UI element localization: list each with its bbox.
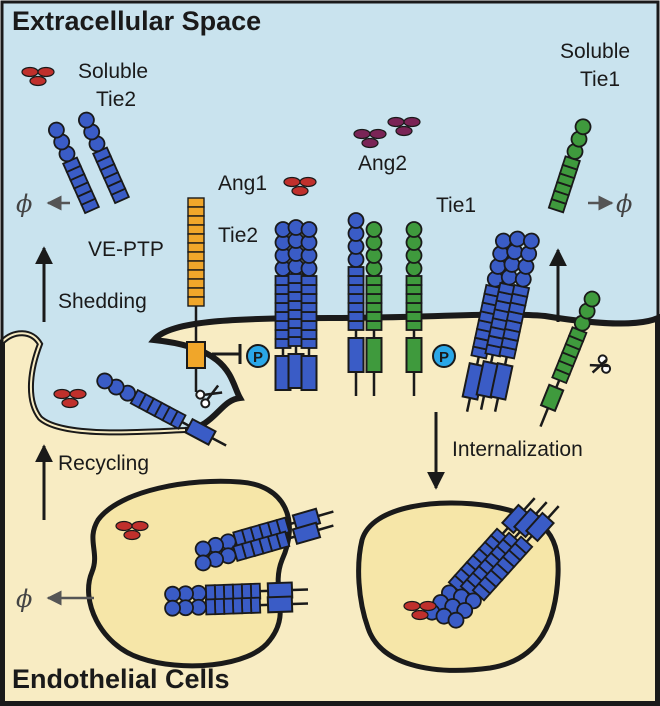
- soluble-tie1-receptor: [547, 118, 592, 214]
- tie1-receptor: [405, 221, 423, 396]
- ang1-ligand: [21, 66, 55, 87]
- endothelial-cells-label: Endothelial Cells: [12, 664, 230, 694]
- scissors-icon: [589, 354, 612, 374]
- ang2-label: Ang2: [358, 152, 407, 175]
- internalization-label: Internalization: [452, 438, 583, 461]
- ang1-ligand: [115, 520, 149, 541]
- tie2-label: Tie2: [218, 224, 258, 247]
- tie1-receptor: [365, 221, 383, 396]
- ang1-label: Ang1: [218, 172, 267, 195]
- degradation-icon: ϕ: [16, 585, 32, 613]
- soluble-tie2-label-line1: Soluble: [78, 60, 148, 83]
- ve-ptp-label: VE-PTP: [88, 238, 164, 261]
- soluble-tie1-label-line1: Soluble: [560, 40, 630, 63]
- tie1-receptor: [539, 290, 601, 428]
- soluble-tie2-label-line2: Tie2: [96, 88, 136, 111]
- recycling-label: Recycling: [58, 452, 149, 475]
- tie2-receptor: [447, 505, 560, 629]
- tie2-receptor: [489, 232, 540, 412]
- ang1-ligand: [53, 388, 87, 409]
- ang1-ligand: [403, 600, 437, 621]
- soluble-tie2-receptor: [48, 121, 101, 215]
- molecules-layer: [21, 66, 601, 629]
- extracellular-space-label: Extracellular Space: [12, 6, 261, 36]
- scissors-icon: [195, 384, 223, 409]
- tie2-receptor: [96, 372, 227, 447]
- tie2-receptor: [164, 595, 309, 617]
- degradation-icon: ϕ: [616, 190, 632, 218]
- svg-text:P: P: [253, 349, 263, 366]
- tie2-receptor: [347, 212, 365, 396]
- ve-ptp-phosphatase: [186, 197, 206, 392]
- tie1-label: Tie1: [436, 194, 476, 217]
- svg-text:P: P: [439, 349, 449, 366]
- tie2-receptor: [274, 221, 292, 391]
- soluble-tie2-receptor: [78, 111, 131, 205]
- phosphate-icon: P: [246, 344, 270, 368]
- tie2-receptor: [300, 221, 318, 391]
- ang2-ligand: [387, 116, 421, 137]
- shedding-label: Shedding: [58, 290, 147, 313]
- degradation-icon: ϕ: [16, 190, 32, 218]
- recycling-vesicle: [86, 478, 292, 669]
- tie2-receptor: [194, 521, 334, 572]
- soluble-tie1-label-line2: Tie1: [580, 68, 620, 91]
- inhibition-icon: [212, 344, 242, 364]
- phosphate-icon: P: [432, 344, 456, 368]
- tie2-receptor: [461, 232, 512, 412]
- ang1-ligand: [283, 176, 317, 197]
- ang2-ligand: [353, 128, 387, 149]
